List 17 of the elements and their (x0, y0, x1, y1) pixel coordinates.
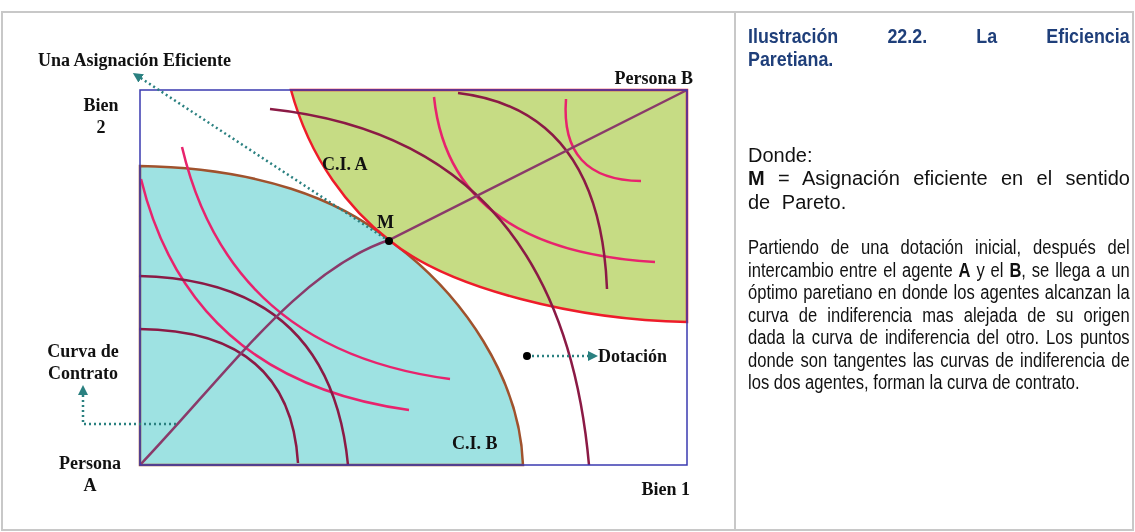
annotation-text: Dotación (598, 345, 667, 367)
origin-label: Persona A (58, 452, 122, 496)
annotation-text: Curva de Contrato (28, 340, 138, 384)
description-paragraph: Partiendo de una dotación inicial, después del intercambio entre el agente A y el B, se llega a un óptimo paretiano en donde los agentes alcanzan la curva de indiferencia mas alejada de su origen dada la curva de indiferencia del otro. Los puntos donde son tangentes las curvas de indiferencia de los dos agentes, forman la curva de contrato. (748, 236, 1130, 394)
curve-label: C.I. A (322, 153, 369, 175)
point-dot (385, 237, 393, 245)
axis-label: Bien 2 (82, 94, 120, 138)
definition-heading: Donde: (748, 143, 814, 167)
axis-label: Bien 1 (640, 478, 690, 500)
curve-label: C.I. B (452, 432, 499, 454)
definition-text: M = Asignación eficiente en el sentido de Pareto. (748, 166, 1130, 214)
origin-label: Persona B (613, 67, 693, 89)
point-label: M (377, 211, 394, 233)
leader-arrow (78, 385, 176, 426)
point-dot (523, 352, 531, 360)
annotation-text: Una Asignación Eficiente (38, 49, 231, 71)
figure-title: Ilustración 22.2. La Eficiencia Paretiana. (748, 24, 1130, 70)
